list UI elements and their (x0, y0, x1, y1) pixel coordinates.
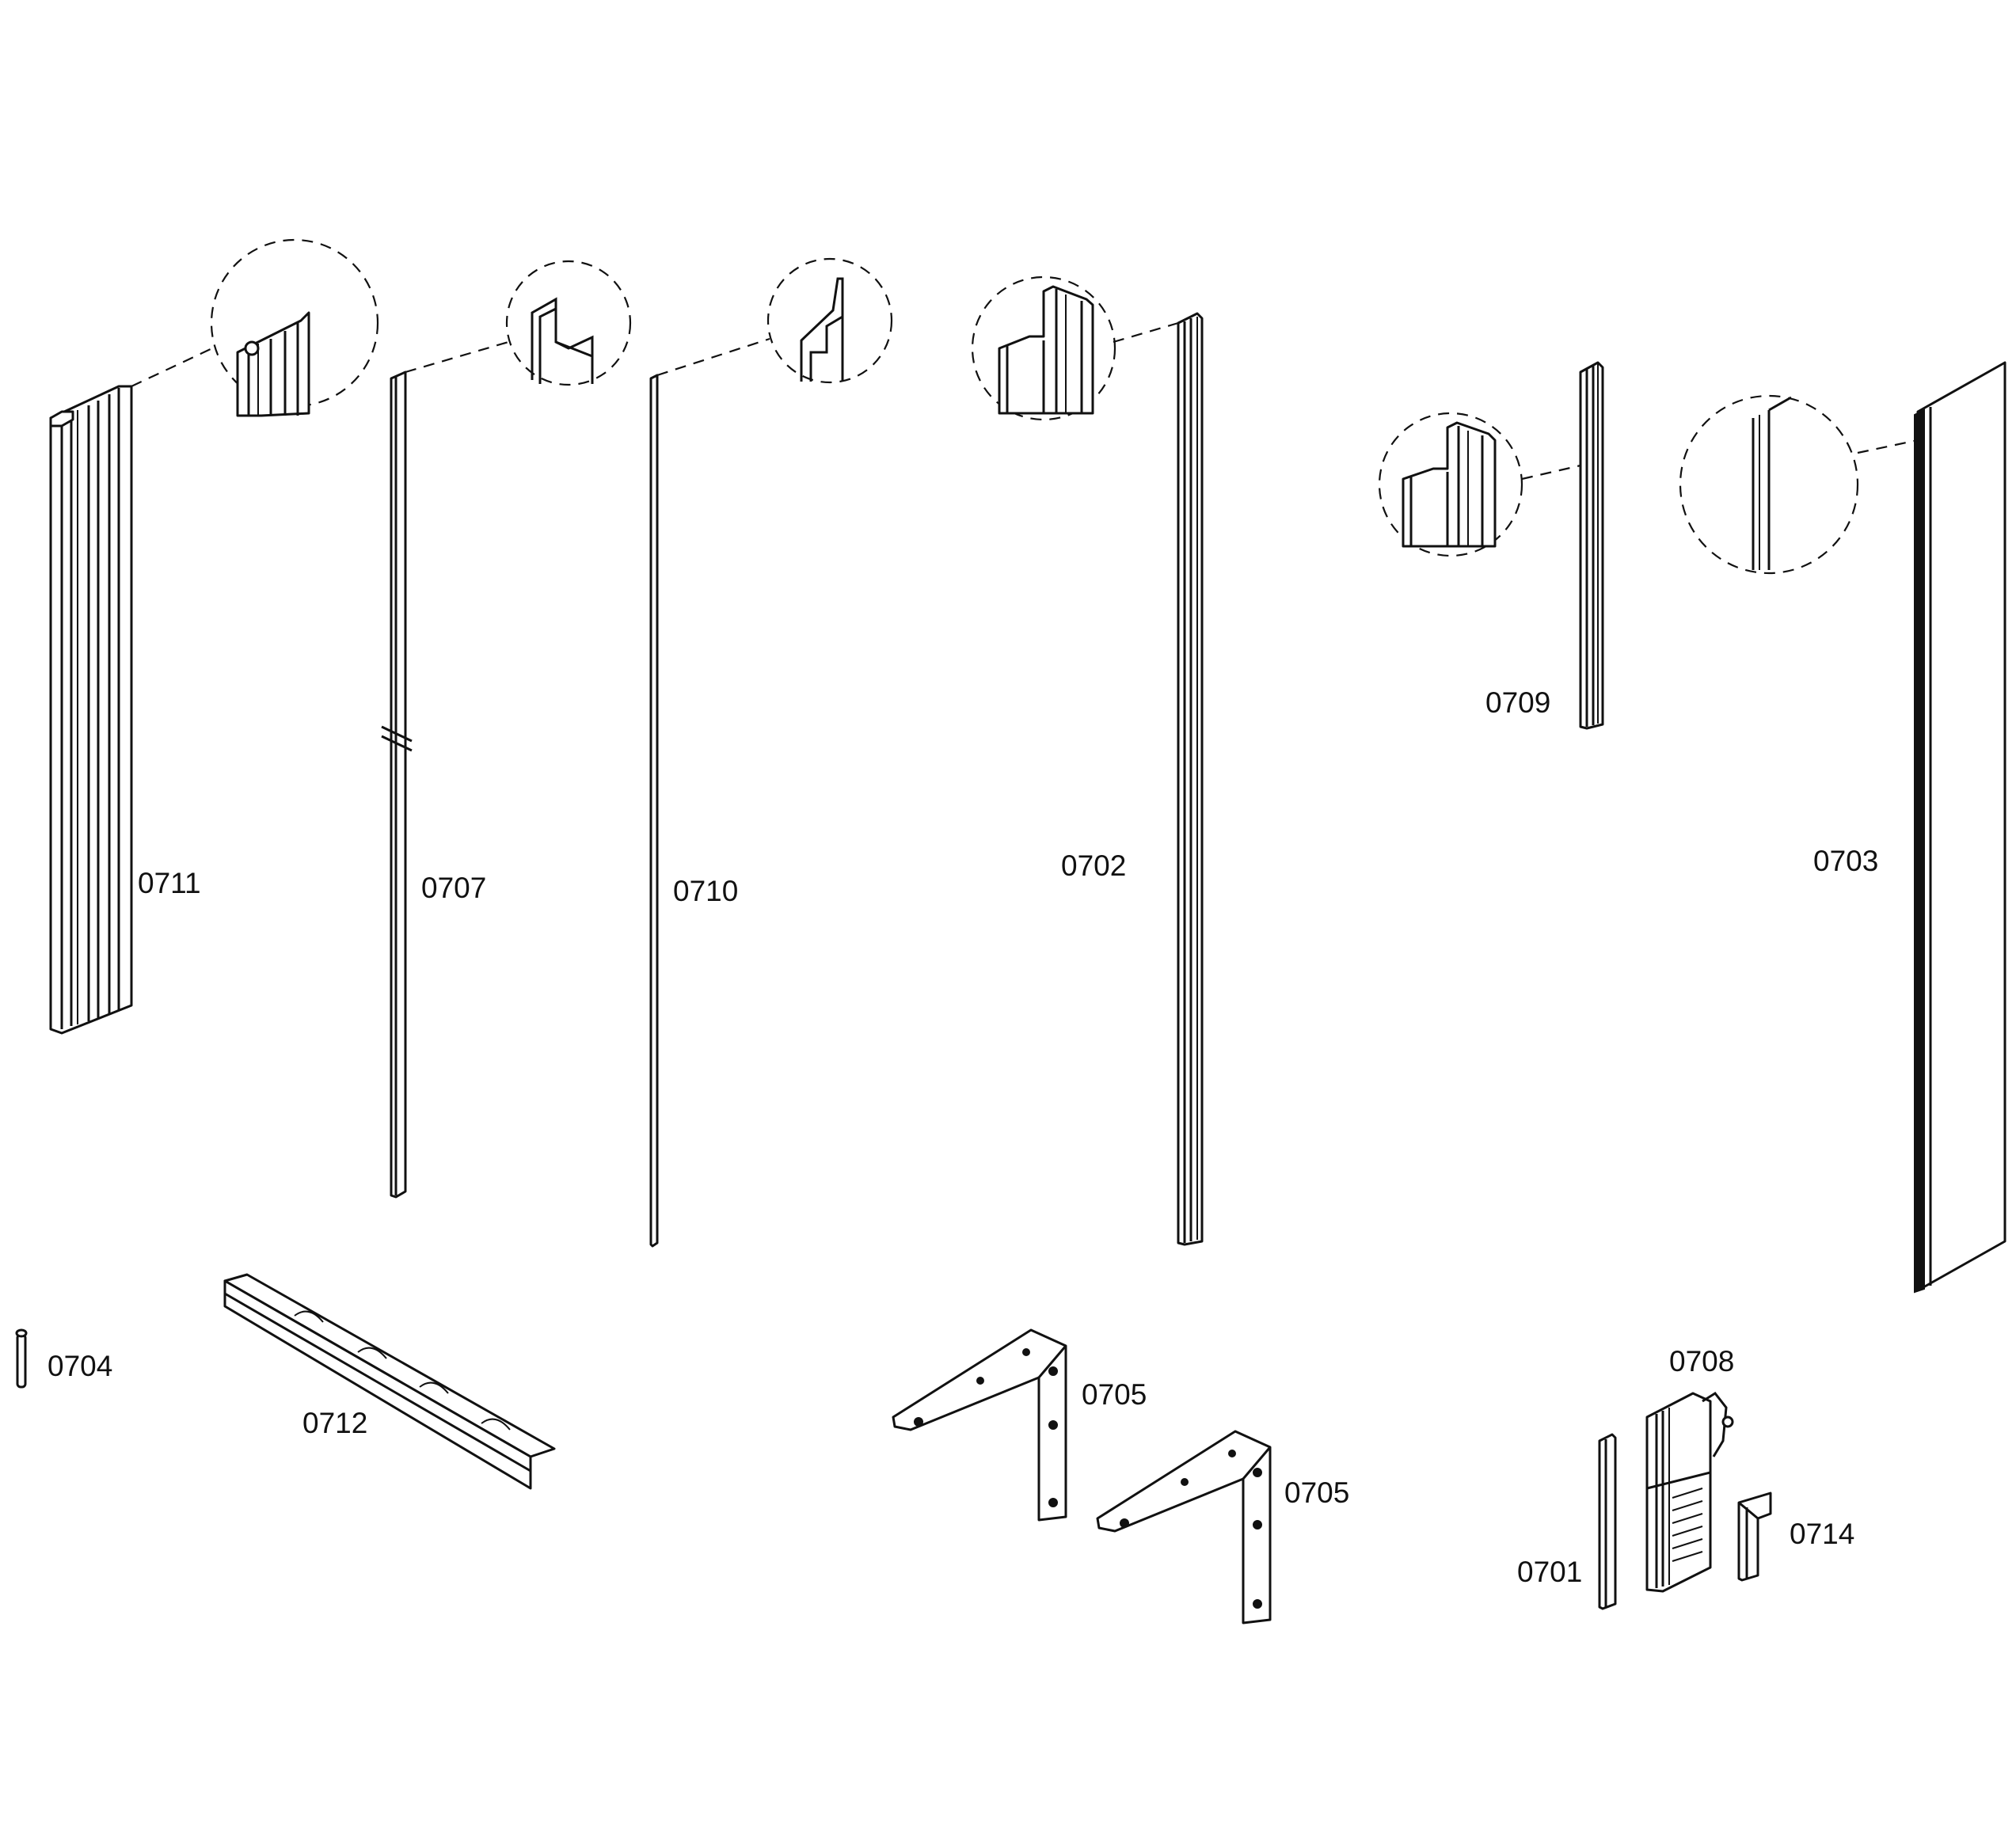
detail-callout-0710 (656, 257, 893, 384)
label-0709: 0709 (1485, 686, 1550, 719)
label-0707: 0707 (421, 872, 486, 904)
part-0714-clip[interactable] (1737, 1492, 1772, 1582)
detail-callout-0702 (971, 276, 1179, 421)
detail-callout-0709 (1378, 412, 1581, 557)
label-0703: 0703 (1813, 845, 1878, 877)
label-0702: 0702 (1061, 849, 1126, 882)
label-0714: 0714 (1790, 1518, 1854, 1550)
label-0712: 0712 (302, 1407, 367, 1439)
part-0705-bracket-a[interactable] (892, 1328, 1067, 1522)
part-0709-rail[interactable] (1579, 361, 1604, 730)
part-0702-rail[interactable] (1177, 312, 1204, 1246)
detail-callout-0711 (131, 238, 379, 417)
detail-callout-0703 (1679, 394, 1919, 575)
part-0708-assembly[interactable] (1645, 1392, 1734, 1593)
part-0704-pin[interactable] (15, 1328, 28, 1389)
label-0711: 0711 (138, 867, 201, 899)
label-0708: 0708 (1669, 1345, 1734, 1378)
detail-callout-0707 (405, 260, 632, 386)
label-0705-b: 0705 (1284, 1476, 1349, 1509)
label-0710: 0710 (673, 875, 738, 907)
part-0710-rod[interactable] (649, 374, 659, 1248)
part-0712-slotted-bracket[interactable] (223, 1273, 556, 1490)
label-0705-a: 0705 (1082, 1378, 1147, 1411)
part-0703-panel[interactable] (1914, 361, 2006, 1294)
part-0701-strip[interactable] (1598, 1433, 1617, 1610)
part-0707-strip[interactable] (381, 370, 413, 1199)
part-0711-rail[interactable] (49, 385, 133, 1035)
label-0701: 0701 (1517, 1556, 1582, 1588)
label-0704: 0704 (48, 1350, 112, 1382)
part-0705-bracket-b[interactable] (1096, 1430, 1272, 1624)
